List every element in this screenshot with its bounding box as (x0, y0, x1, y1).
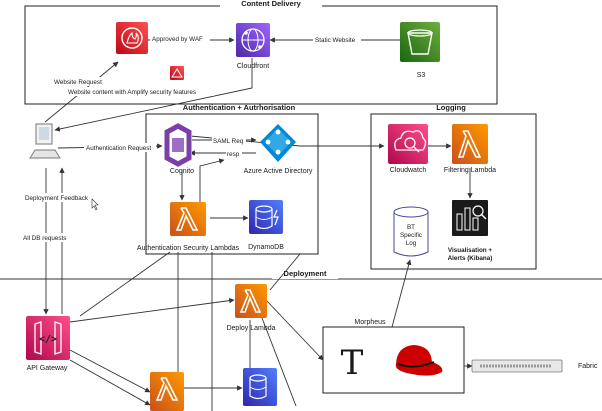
cloudwatch-label: Cloudwatch (390, 167, 427, 174)
lower-lambda-icon (150, 372, 184, 411)
kibana-label-1: Visualisation + (448, 247, 492, 254)
label-deployment-feedback: Deployment Feedback (25, 195, 89, 202)
edge-deploy-cross (261, 317, 297, 407)
fabric-label: Fabric (578, 363, 598, 370)
lower-lambda-node (150, 372, 184, 411)
redhat-node (395, 345, 443, 376)
edge-api-to-deploy (69, 297, 235, 323)
svg-text:</>: </> (39, 334, 57, 345)
cloudwatch-node: Cloudwatch (388, 124, 428, 174)
label-approved-by-waf: Approved by WAF (152, 36, 203, 43)
api-gateway-label: API Gateway (27, 365, 68, 372)
edge-api-to-lower-lambda (69, 349, 151, 393)
s3-bucket-icon (400, 22, 440, 62)
database-cylinder-icon (393, 212, 429, 257)
kibana-node: Visualisation + Alerts (Kibana) (448, 200, 493, 262)
dynamodb-node: DynamoDB (248, 200, 284, 251)
edge-deploy-to-morpheus (265, 299, 324, 361)
edge-cloudfront-to-client (54, 58, 253, 132)
edge-morpheus-to-btlog (391, 259, 412, 328)
bt-log-node: BT Specific Log (393, 206, 429, 257)
logging-title: Logging (436, 103, 466, 112)
api-gateway-icon (26, 316, 70, 360)
cloudwatch-icon (388, 124, 428, 164)
redhat-icon (395, 345, 443, 376)
logging-group (370, 113, 537, 270)
client-computer (29, 123, 61, 159)
auth-lambdas-label: Authentication Security Lambdas (137, 245, 240, 252)
terraform-node: T (341, 343, 364, 383)
bt-log-line2: Specific (400, 232, 422, 239)
bt-log-line1: BT (407, 224, 415, 231)
filtering-lambda-node: Filtering Lambda (444, 124, 496, 174)
deploy-lambda-node: Deploy Lambda (226, 284, 276, 332)
auth-group (145, 113, 319, 255)
label-saml-req: SAML Req (213, 138, 244, 145)
fabric-node: Fabric (471, 359, 598, 373)
s3-label: S3 (417, 72, 426, 79)
api-gateway-node: </> API Gateway (26, 316, 70, 372)
deployment-title: Deployment (284, 269, 327, 278)
label-authentication-request: Authentication Request (86, 145, 151, 152)
terraform-icon: T (341, 343, 364, 383)
auth-lambdas-node: Authentication Security Lambdas (137, 202, 240, 252)
label-static-website: Static Website (315, 37, 356, 44)
label-all-db-requests: All DB requests (23, 235, 66, 242)
s3-node: S3 (400, 22, 440, 79)
filtering-lambda-label: Filtering Lambda (444, 167, 496, 174)
cognito-node: Cognito (164, 123, 194, 175)
lower-dynamodb-icon (243, 368, 277, 406)
mouse-cursor-icon (91, 198, 99, 211)
cognito-label: Cognito (170, 168, 194, 175)
azure-ad-node: Azure Active Directory (244, 124, 313, 175)
content-delivery-title: Content Delivery (241, 0, 301, 8)
deploy-lambda-label: Deploy Lambda (226, 325, 275, 332)
azure-ad-label: Azure Active Directory (244, 168, 313, 175)
lower-dynamodb-node (243, 368, 277, 406)
edge-lambdas-to-cognito (199, 158, 225, 206)
edge-auth-to-deploy (269, 253, 301, 291)
label-website-request: Website Request (54, 79, 102, 86)
cloudfront-label: Cloudfront (237, 63, 269, 70)
waf-node (116, 22, 148, 54)
edge-api-to-lower-lambda-2 (69, 359, 151, 406)
kibana-label-2: Alerts (Kibana) (448, 255, 493, 262)
waf-icon (116, 22, 148, 54)
label-website-content: Website content with Amplify security fe… (68, 89, 196, 96)
cloudfront-node: Cloudfront (236, 23, 270, 70)
dynamodb-icon (249, 200, 283, 234)
morpheus-title: Morpheus (354, 319, 386, 326)
label-resp: resp (227, 151, 240, 158)
edge-lambdas-to-api (79, 251, 171, 317)
dynamodb-label: DynamoDB (248, 244, 284, 251)
amplify-security-node (170, 66, 184, 80)
auth-title: Authentication + Autrhorisation (183, 103, 296, 112)
bt-log-line3: Log (406, 240, 417, 247)
